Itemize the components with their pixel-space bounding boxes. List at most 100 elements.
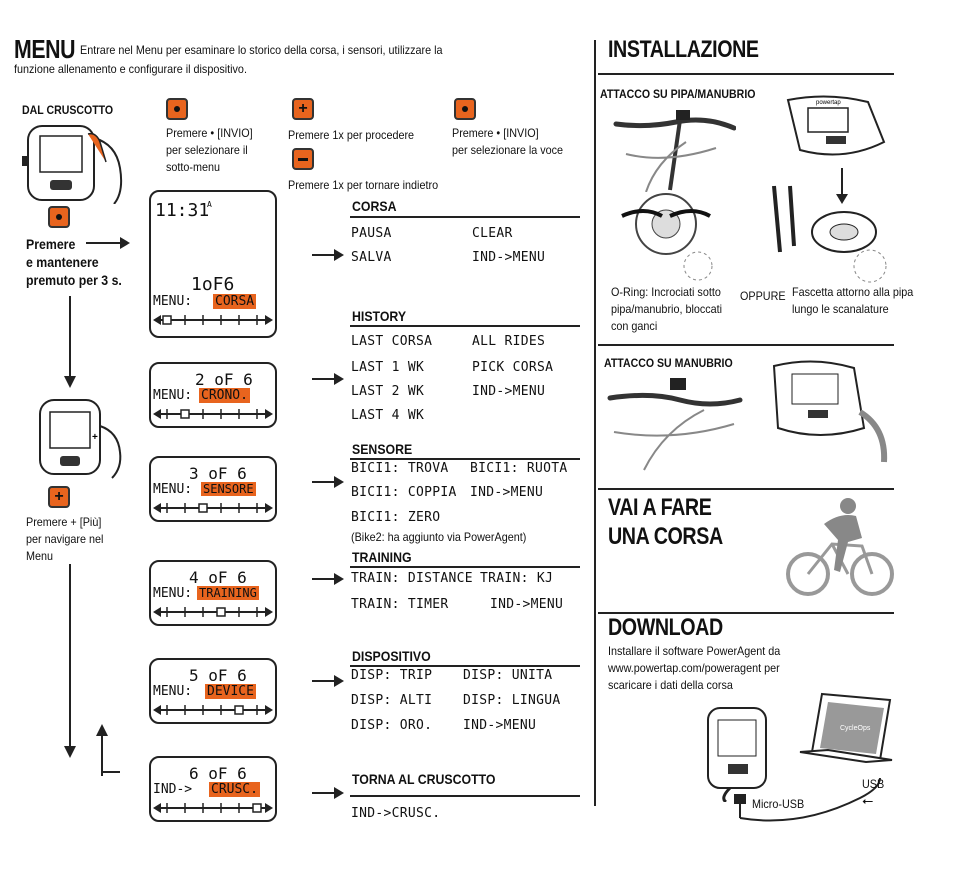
lcd-screen-5: 5 oF 6 MENU: DEVICE: [149, 658, 277, 724]
svg-text:+: +: [92, 432, 98, 443]
lcd-scale: [153, 315, 273, 325]
arrow-sensore: [312, 476, 344, 488]
cyclist-icon: [786, 498, 894, 596]
history-item[interactable]: PICK CORSA: [472, 360, 554, 375]
device-usb-illustration: [707, 707, 767, 802]
lcd-count: 3 oF 6: [189, 464, 247, 483]
flow-arrows: [64, 296, 120, 776]
enter-button-icon: [48, 206, 70, 228]
down-arrow: [836, 168, 848, 204]
history-item[interactable]: IND->MENU: [472, 384, 546, 399]
history-item[interactable]: ALL RIDES: [472, 334, 546, 349]
lcd-scale: [153, 803, 273, 813]
corsa-item[interactable]: IND->MENU: [472, 250, 546, 265]
sensore-note: (Bike2: ha aggiunto via PowerAgent): [351, 530, 527, 544]
sensore-item[interactable]: BICI1: COPPIA: [351, 485, 457, 500]
sensore-item[interactable]: BICI1: TROVA: [351, 461, 449, 476]
dispositivo-item[interactable]: DISP: LINGUA: [463, 693, 561, 708]
rule: [598, 612, 894, 614]
dispositivo-item[interactable]: DISP: TRIP: [351, 668, 433, 683]
handlebar-mount-illustration: [607, 378, 743, 471]
scale-right-arrow: [265, 503, 273, 513]
torna-item[interactable]: IND->CRUSC.: [351, 806, 441, 821]
scale-marker: [162, 315, 172, 325]
press-hold-line1: Premere: [26, 236, 76, 252]
rule: [350, 665, 580, 667]
oring-line1: O-Ring: Incrociati sotto: [611, 285, 721, 299]
lcd-label: MENU:: [153, 684, 193, 699]
scale-right-arrow: [265, 315, 273, 325]
lcd-scale: [153, 705, 273, 715]
legend-plus: Premere 1x per procedere: [288, 128, 415, 142]
scale-right-arrow: [265, 607, 273, 617]
attacco-manubrio-label: ATTACCO SU MANUBRIO: [604, 356, 733, 370]
menu-title: MENU: [14, 34, 76, 64]
press-plus-line1: Premere + [Più]: [26, 515, 102, 529]
zip-tie-illustration: [772, 185, 796, 253]
lcd-value: SENSORE: [201, 482, 256, 496]
sensore-item[interactable]: BICI1: RUOTA: [470, 461, 568, 476]
sensore-item[interactable]: BICI1: ZERO: [351, 510, 441, 525]
dispositivo-item[interactable]: DISP: UNITA: [463, 668, 553, 683]
menu-intro-line1: Entrare nel Menu per esaminare lo storic…: [80, 43, 443, 57]
scale-marker: [234, 705, 244, 715]
history-item[interactable]: LAST CORSA: [351, 334, 433, 349]
rule: [598, 73, 894, 75]
menu-intro-line2: funzione allenamento e configurare il di…: [14, 62, 247, 76]
vai-title-line2: UNA CORSA: [608, 523, 723, 550]
lcd-screen-2: 2 oF 6 MENU: CRONO.: [149, 362, 277, 428]
rule: [598, 344, 894, 346]
dal-cruscotto-label: DAL CRUSCOTTO: [22, 103, 114, 117]
press-plus-line3: Menu: [26, 549, 54, 563]
micro-usb-label: Micro-USB: [752, 797, 805, 811]
section-title-sensore: SENSORE: [352, 441, 413, 457]
arrow-torna: [312, 787, 344, 799]
scale-left-arrow: [153, 409, 161, 419]
column-divider: [594, 40, 596, 806]
lcd-value: CRONO.: [199, 388, 250, 403]
dispositivo-item[interactable]: IND->MENU: [463, 718, 537, 733]
scale-marker: [198, 503, 208, 513]
training-item[interactable]: IND->MENU: [490, 597, 564, 612]
corsa-item[interactable]: PAUSA: [351, 226, 392, 241]
plus-button-icon: +: [48, 486, 70, 508]
lcd-screen-4: 4 oF 6 MENU: TRAINING: [149, 560, 277, 626]
scale-marker: [216, 607, 226, 617]
laptop-illustration: CycleOps: [799, 692, 893, 764]
dispositivo-item[interactable]: DISP: ORO.: [351, 718, 433, 733]
sensore-item[interactable]: IND->MENU: [470, 485, 544, 500]
legend-minus: Premere 1x per tornare indietro: [288, 178, 439, 192]
lcd-value: DEVICE: [205, 684, 256, 699]
training-item[interactable]: TRAIN: KJ: [480, 571, 554, 586]
arrow-history: [312, 373, 344, 385]
oring-line3: con ganci: [611, 319, 658, 333]
arrow-corsa: [312, 249, 344, 261]
scale-right-arrow: [265, 705, 273, 715]
laptop-logo: CycleOps: [840, 725, 871, 732]
corsa-item[interactable]: CLEAR: [472, 226, 513, 241]
training-item[interactable]: TRAIN: TIMER: [351, 597, 449, 612]
press-plus-line2: per navigare nel: [26, 532, 104, 546]
scale-marker: [252, 803, 262, 813]
history-item[interactable]: LAST 2 WK: [351, 384, 425, 399]
history-item[interactable]: LAST 4 WK: [351, 408, 425, 423]
usb-label: USB: [862, 777, 885, 791]
device-hand-illustration-2: +: [39, 399, 122, 479]
lcd-clock: 11:31: [155, 200, 210, 221]
rule: [350, 458, 580, 460]
section-title-history: HISTORY: [352, 308, 407, 324]
press-hold-line2: e mantenere: [26, 254, 99, 270]
dispositivo-item[interactable]: DISP: ALTI: [351, 693, 433, 708]
usb-icon: ⭠: [862, 792, 874, 808]
training-item[interactable]: TRAIN: DISTANCE: [351, 571, 473, 586]
section-title-corsa: CORSA: [352, 198, 397, 214]
minus-button-icon: [292, 148, 314, 170]
lcd-label: MENU:: [153, 388, 193, 403]
rule: [350, 216, 580, 218]
legend-enter-line1: Premere • [INVIO]: [166, 126, 253, 140]
history-item[interactable]: LAST 1 WK: [351, 360, 425, 375]
rule: [350, 566, 580, 568]
corsa-item[interactable]: SALVA: [351, 250, 392, 265]
lcd-value: CORSA: [213, 294, 257, 309]
download-title: DOWNLOAD: [608, 614, 723, 641]
